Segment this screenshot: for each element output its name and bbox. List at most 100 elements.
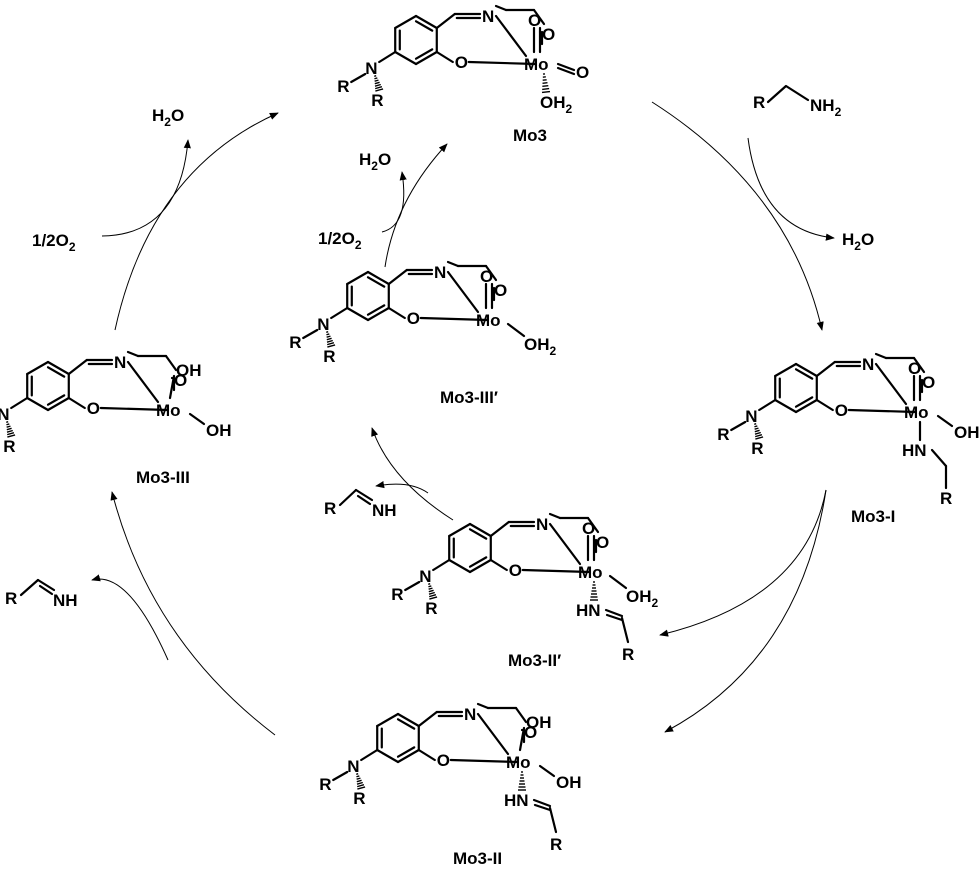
side-arrow-imine-out-outer <box>91 574 169 661</box>
hash-bond-tick <box>374 75 377 77</box>
ring-bond <box>794 362 818 378</box>
imine-c-n-double <box>605 613 624 622</box>
svg-text:1/2O2: 1/2O2 <box>318 229 362 252</box>
svg-text:NH2: NH2 <box>810 96 842 119</box>
oxo-oxygen: O <box>582 519 595 538</box>
hash-bond-tick <box>356 779 362 783</box>
r-group-2: R <box>3 437 15 456</box>
imine-c-n <box>532 798 552 808</box>
svg-text:H2O: H2O <box>842 230 874 253</box>
dialkylamine-nitrogen: N <box>365 59 377 78</box>
hash-bond-tick <box>326 333 330 336</box>
r-group-1: R <box>289 333 301 352</box>
hash-bond-tick <box>428 591 435 595</box>
hash-bond-tick <box>7 434 16 438</box>
hash-bond-tick <box>6 432 15 436</box>
side-arrow-o2-outer <box>101 139 191 237</box>
n-to-r1 <box>350 72 367 84</box>
label-mo3: Mo3 <box>513 126 547 145</box>
reagent-h2o-outer: H2O <box>152 106 184 129</box>
ring-to-imine-carbon <box>417 710 438 728</box>
ring-to-amine-n <box>360 748 379 762</box>
hydroxo-group: OH <box>176 361 202 380</box>
ring-to-phenoxy <box>67 396 86 410</box>
imine-byproduct-outer: R NH <box>5 578 78 610</box>
label-mo3-II-prime: Mo3-II′ <box>508 651 561 670</box>
r-group-1: R <box>319 775 331 794</box>
n-to-r1 <box>404 580 421 592</box>
ring-to-amine-n <box>10 396 29 410</box>
ring-to-phenoxy <box>417 748 436 762</box>
ethylene-bond-3 <box>514 706 528 724</box>
ring-bond <box>376 748 400 764</box>
imine-c-r <box>548 806 558 834</box>
hash-bond-tick <box>356 775 360 778</box>
hash-bond-tick <box>428 583 431 585</box>
hash-bond-tick <box>374 83 381 87</box>
hydroxo-group-2: OH <box>206 421 232 440</box>
ethylene-bond-1 <box>476 702 490 710</box>
imine-c-n-double <box>533 803 552 812</box>
n-to-r1 <box>730 420 747 432</box>
ring-to-imine-carbon <box>387 268 408 286</box>
molybdenum-atom: Mo <box>476 311 501 330</box>
svg-text:H2O: H2O <box>359 150 391 173</box>
reagent-h2o-inner: H2O <box>359 150 391 173</box>
ring-bond <box>414 50 438 66</box>
hash-bond-tick <box>428 589 434 593</box>
hash-bond-tick <box>754 431 761 435</box>
r-group-2: R <box>371 91 383 110</box>
label-mo3-II: Mo3-II <box>453 849 502 868</box>
hash-bond-tick <box>326 342 335 346</box>
phenoxy-oxygen: O <box>509 561 522 580</box>
oxo2-bond-b <box>556 66 576 76</box>
side-arrow-amine-in <box>747 137 835 241</box>
hash-bond-tick <box>326 331 329 333</box>
ring-bond <box>468 558 492 574</box>
r-group-1: R <box>337 77 349 96</box>
r-group-chain: R <box>622 645 634 664</box>
reagent-amine: R NH2 <box>753 84 842 119</box>
hash-bond-tick <box>754 427 759 430</box>
ring-to-amine-n <box>330 306 349 320</box>
ring-to-imine-carbon <box>435 12 456 30</box>
hash-bond-tick <box>542 82 548 84</box>
reagent-o2-outer: 1/2O2 <box>32 231 76 254</box>
ring-to-amine-n <box>378 50 397 64</box>
hash-bond-tick <box>542 84 549 88</box>
ring-bond <box>414 14 438 30</box>
ring-double-bond <box>366 304 386 316</box>
svg-text:H2O: H2O <box>152 106 184 129</box>
ring-to-imine-carbon <box>489 520 510 538</box>
imine-c-r <box>620 616 630 644</box>
hydroxo-bond-2 <box>936 414 954 428</box>
molybdenum-atom: Mo <box>156 401 181 420</box>
ring-bond <box>46 396 70 412</box>
svg-text:NH: NH <box>53 591 78 610</box>
arc-mo3III-to-mo3 <box>114 112 279 331</box>
imine-ligand-nh: HN <box>576 601 601 620</box>
ring-double-bond <box>366 276 386 288</box>
ring-double-bond <box>468 528 488 540</box>
ring-bond <box>346 306 370 322</box>
svg-text:R: R <box>324 499 336 518</box>
hash-bond-tick <box>754 434 763 438</box>
svg-text:R: R <box>753 93 765 112</box>
ring-to-amine-n <box>758 398 777 412</box>
molybdenum-atom: Mo <box>904 403 929 422</box>
imine-nitrogen: N <box>434 263 446 282</box>
hash-bond-tick <box>374 86 383 90</box>
hash-bond-tick <box>326 339 333 343</box>
ring-bond <box>448 558 472 574</box>
aqua-ligand: OH2 <box>626 587 659 610</box>
hash-bond-tick <box>357 786 366 790</box>
side-arrow-o2-inner <box>381 171 407 233</box>
ethylene-bond-3 <box>532 8 546 26</box>
ring-double-bond <box>468 556 488 568</box>
ring-bond <box>396 712 420 728</box>
phenoxy-oxygen: O <box>437 751 450 770</box>
ring-bond <box>26 360 50 376</box>
alkoxy-oxygen: O <box>922 373 935 392</box>
